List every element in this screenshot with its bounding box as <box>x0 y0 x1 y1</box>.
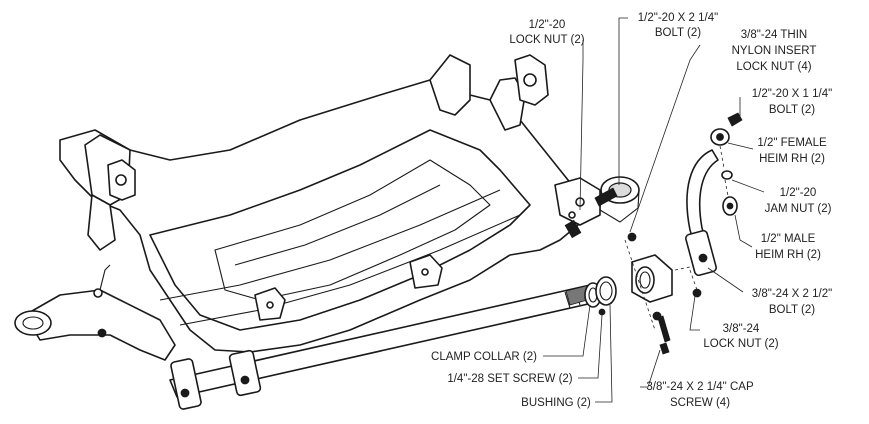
leader-lines <box>543 17 765 403</box>
label-line: 1/2"-20 X 2 1/4" <box>638 12 718 24</box>
label-line: 1/4"-28 SET SCREW (2) <box>447 373 572 385</box>
callout-thin-nylon-nut: 3/8"-24 THIN NYLON INSERT LOCK NUT (4) <box>732 29 817 73</box>
callout-bolt-half-2-25: 1/2"-20 X 2 1/4" BOLT (2) <box>638 12 718 39</box>
callout-jam-nut: 1/2"-20 JAM NUT (2) <box>765 187 832 215</box>
steering-tube <box>169 284 598 410</box>
label-line: LOCK NUT (4) <box>736 61 811 73</box>
label-line: SCREW (4) <box>670 397 730 409</box>
label-line: BOLT (2) <box>769 104 815 116</box>
frame-crossmember <box>59 54 601 353</box>
label-line: 3/8"-24 THIN <box>741 29 808 41</box>
callout-cap-screw: 3/8"-24 X 2 1/4" CAP SCREW (4) <box>646 381 754 409</box>
label-line: LOCK NUT (2) <box>509 34 584 46</box>
label-line: 3/8"-24 <box>723 323 760 335</box>
label-line: HEIM RH (2) <box>755 249 821 261</box>
clamp-collar-bushing <box>584 276 617 316</box>
callout-lock-nut-half: 1/2"-20 LOCK NUT (2) <box>509 19 584 46</box>
callout-male-heim: 1/2" MALE HEIM RH (2) <box>755 233 821 261</box>
label-line: HEIM RH (2) <box>759 153 825 165</box>
label-line: 1/2"-20 <box>529 19 566 31</box>
left-a-arm <box>14 264 176 361</box>
callout-bolt-3-8-2-5: 3/8"-24 X 2 1/2" BOLT (2) <box>752 288 832 316</box>
label-line: NYLON INSERT <box>732 45 817 57</box>
callout-set-screw: 1/4"-28 SET SCREW (2) <box>447 373 572 385</box>
label-line: LOCK NUT (2) <box>703 338 778 350</box>
label-line: CLAMP COLLAR (2) <box>431 351 537 363</box>
bracket-bolt <box>564 187 618 239</box>
callout-lock-nut-3-8: 3/8"-24 LOCK NUT (2) <box>703 323 778 350</box>
label-line: 1/2"-20 <box>780 187 817 199</box>
heim-link-arm <box>685 112 743 298</box>
label-line: 3/8"-24 X 2 1/2" <box>752 288 832 300</box>
label-line: 3/8"-24 X 2 1/4" CAP <box>646 381 754 393</box>
callout-female-heim: 1/2" FEMALE HEIM RH (2) <box>757 137 827 165</box>
label-line: 1/2" MALE <box>761 233 816 245</box>
pillow-block-clamp <box>624 232 701 355</box>
label-line: BOLT (2) <box>655 27 701 39</box>
callout-clamp-collar: CLAMP COLLAR (2) <box>431 351 537 363</box>
label-line: 1/2"-20 X 1 1/4" <box>752 88 832 100</box>
label-line: BUSHING (2) <box>521 397 591 409</box>
label-line: JAM NUT (2) <box>765 203 832 215</box>
label-line: 1/2" FEMALE <box>757 137 827 149</box>
callout-bolt-half-1-25: 1/2"-20 X 1 1/4" BOLT (2) <box>752 88 832 116</box>
callout-bushing: BUSHING (2) <box>521 397 591 409</box>
label-line: BOLT (2) <box>769 304 815 316</box>
